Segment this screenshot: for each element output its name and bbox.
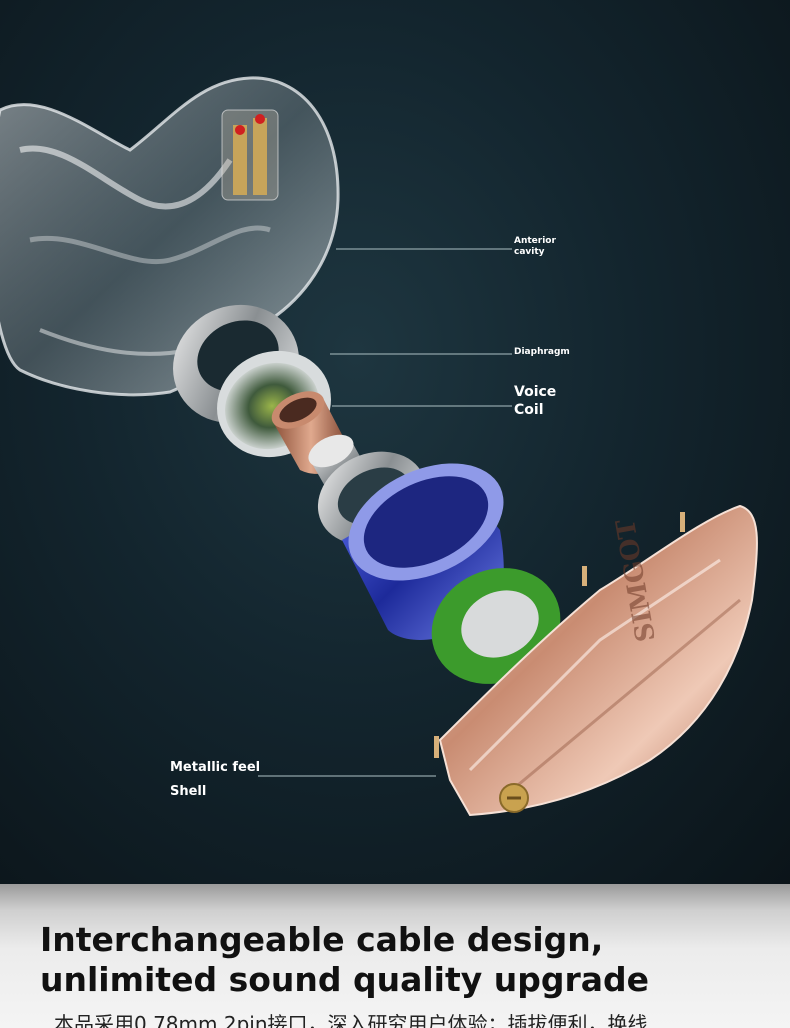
voice-coil-label: Voice Coil	[514, 384, 557, 418]
metallic-shell-label: Metallic feel Shell	[170, 760, 261, 799]
anterior-cavity-label: Anterior cavity	[514, 236, 556, 258]
magnet-cup	[342, 463, 504, 640]
exploded-view-illustration: SIMGOT Anterior cavity Diaphragm Voice C…	[0, 0, 790, 884]
earphone-exploded-svg: SIMGOT	[0, 76, 758, 817]
callout-lines	[258, 248, 512, 777]
feature-description: 本品采用0.78mm 2pin接口，深入研究用户体验；插拔便利，换线	[54, 1012, 648, 1028]
feature-banner: Interchangeable cable design, unlimited …	[0, 884, 790, 1028]
diaphragm-label: Diaphragm	[514, 347, 570, 357]
feature-headline: Interchangeable cable design, unlimited …	[40, 920, 650, 999]
